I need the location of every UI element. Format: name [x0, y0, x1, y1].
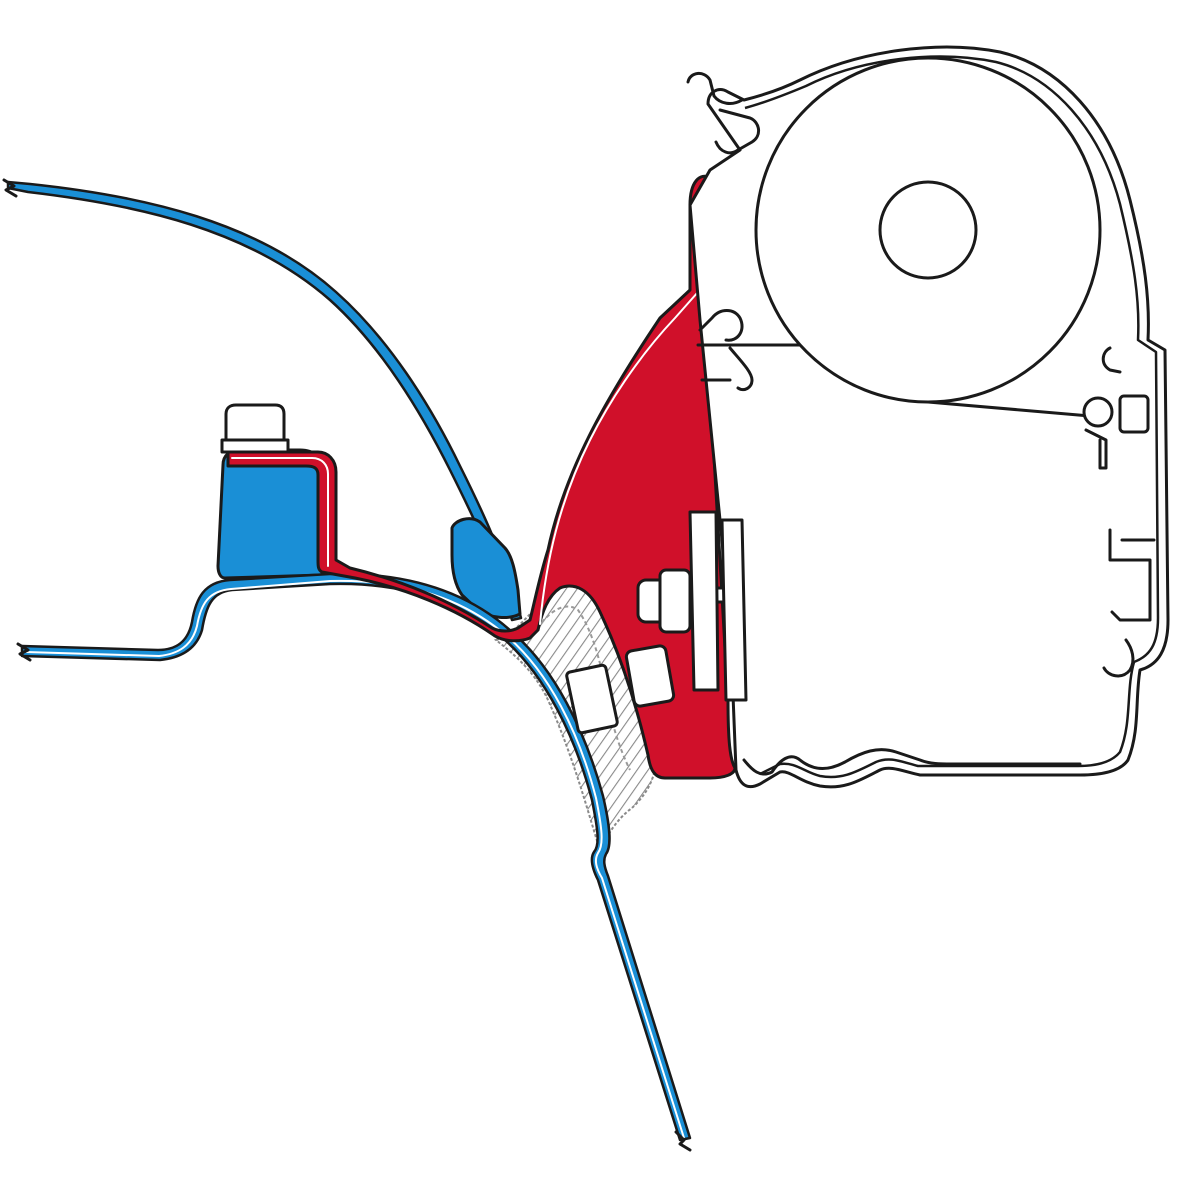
- sealing-compound-inner-contour: [529, 605, 631, 771]
- front-bar: [1082, 346, 1156, 678]
- cassette-bottom-profile: [742, 748, 1082, 776]
- vehicle-roof-panel: [6, 180, 523, 622]
- clamp-block: [565, 644, 676, 735]
- fabric-tangent-line: [926, 400, 1092, 418]
- break-mark-bottom: [674, 1130, 692, 1152]
- side-panel-inner-white: [25, 579, 685, 1139]
- cassette-clip-1: [698, 309, 744, 342]
- cassette-clip-2: [728, 346, 754, 392]
- cassette-top-hook: [686, 72, 760, 155]
- break-mark-left: [16, 642, 32, 662]
- roof-rail-profile: [216, 448, 324, 580]
- mounting-rail-slot-2: [720, 518, 748, 702]
- mounting-rail-slot: [688, 510, 720, 692]
- awning-roller: [754, 56, 1102, 404]
- rain-gutter-seal: [450, 517, 522, 619]
- roof-rail-cap-base: [220, 438, 290, 454]
- break-mark-top-left: [2, 178, 18, 198]
